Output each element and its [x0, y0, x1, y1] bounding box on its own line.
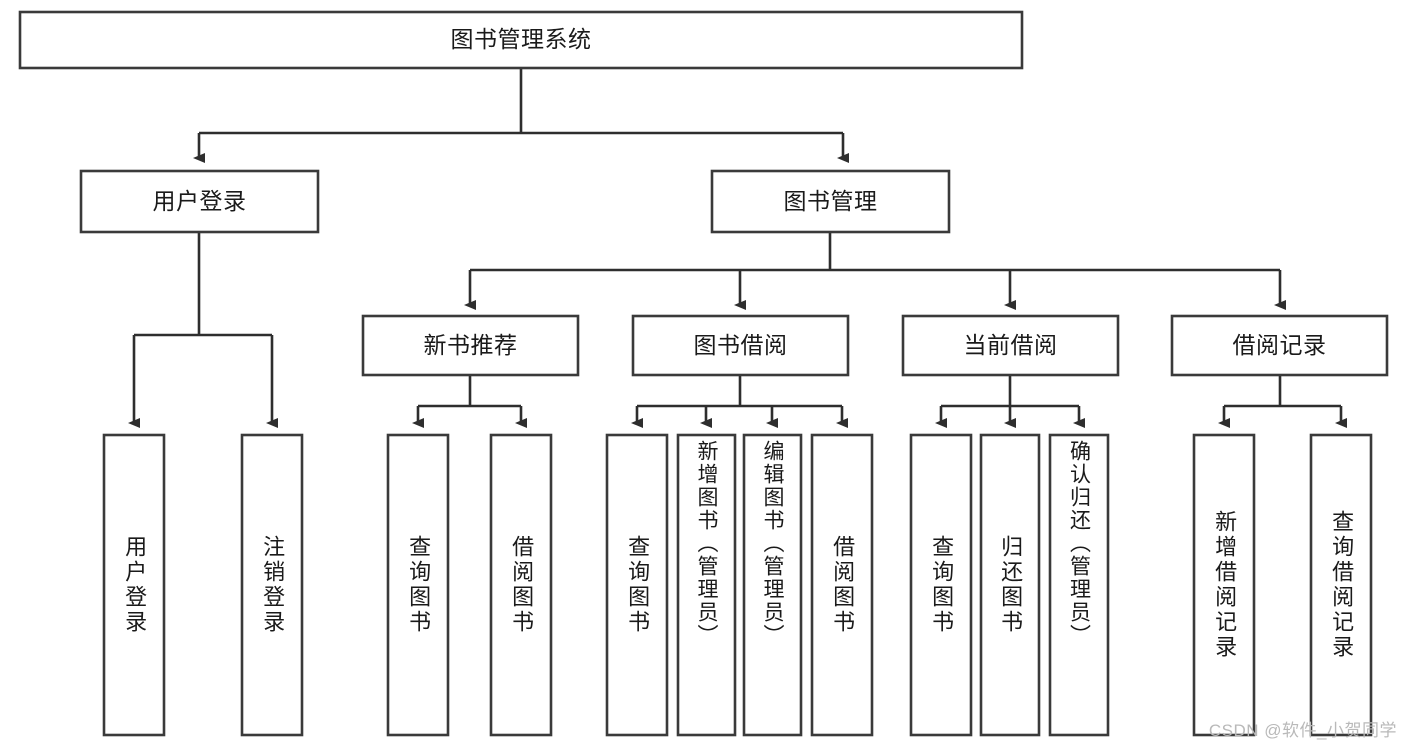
- node-box-leaf-query-book-1[interactable]: [386, 433, 450, 737]
- connector-group-borrow-record: [1218, 375, 1347, 428]
- connector-group-root: [193, 68, 849, 163]
- connector-group-current-borrow: [935, 375, 1085, 428]
- node-box-leaf-return-book[interactable]: [979, 433, 1041, 737]
- node-box-current-borrow[interactable]: [901, 314, 1120, 377]
- connector-group-book-management: [464, 232, 1286, 310]
- node-box-leaf-add-record[interactable]: [1192, 433, 1256, 737]
- node-box-borrow-record[interactable]: [1170, 314, 1389, 377]
- connector-group-new-book-recommend: [412, 375, 527, 428]
- node-box-user-login[interactable]: [79, 169, 320, 234]
- node-box-new-book-recommend[interactable]: [361, 314, 580, 377]
- node-box-book-management[interactable]: [710, 169, 951, 234]
- connector-group-book-borrow: [631, 375, 848, 428]
- node-box-leaf-confirm-return[interactable]: [1048, 433, 1110, 737]
- connector-group-user-login: [128, 232, 278, 428]
- node-box-title[interactable]: [18, 10, 1024, 70]
- watermark-text: CSDN @软件_小贺同学: [1208, 721, 1397, 740]
- node-box-leaf-borrow-book-1[interactable]: [489, 433, 553, 737]
- node-box-leaf-add-book[interactable]: [676, 433, 737, 737]
- node-box-leaf-query-book-2[interactable]: [605, 433, 669, 737]
- node-box-leaf-borrow-book-2[interactable]: [810, 433, 874, 737]
- node-box-leaf-query-book-3[interactable]: [909, 433, 973, 737]
- node-box-leaf-user-login[interactable]: [102, 433, 166, 737]
- node-box-leaf-logout-login[interactable]: [240, 433, 304, 737]
- node-box-book-borrow[interactable]: [631, 314, 850, 377]
- node-box-leaf-query-record[interactable]: [1309, 433, 1373, 737]
- node-box-leaf-edit-book[interactable]: [742, 433, 803, 737]
